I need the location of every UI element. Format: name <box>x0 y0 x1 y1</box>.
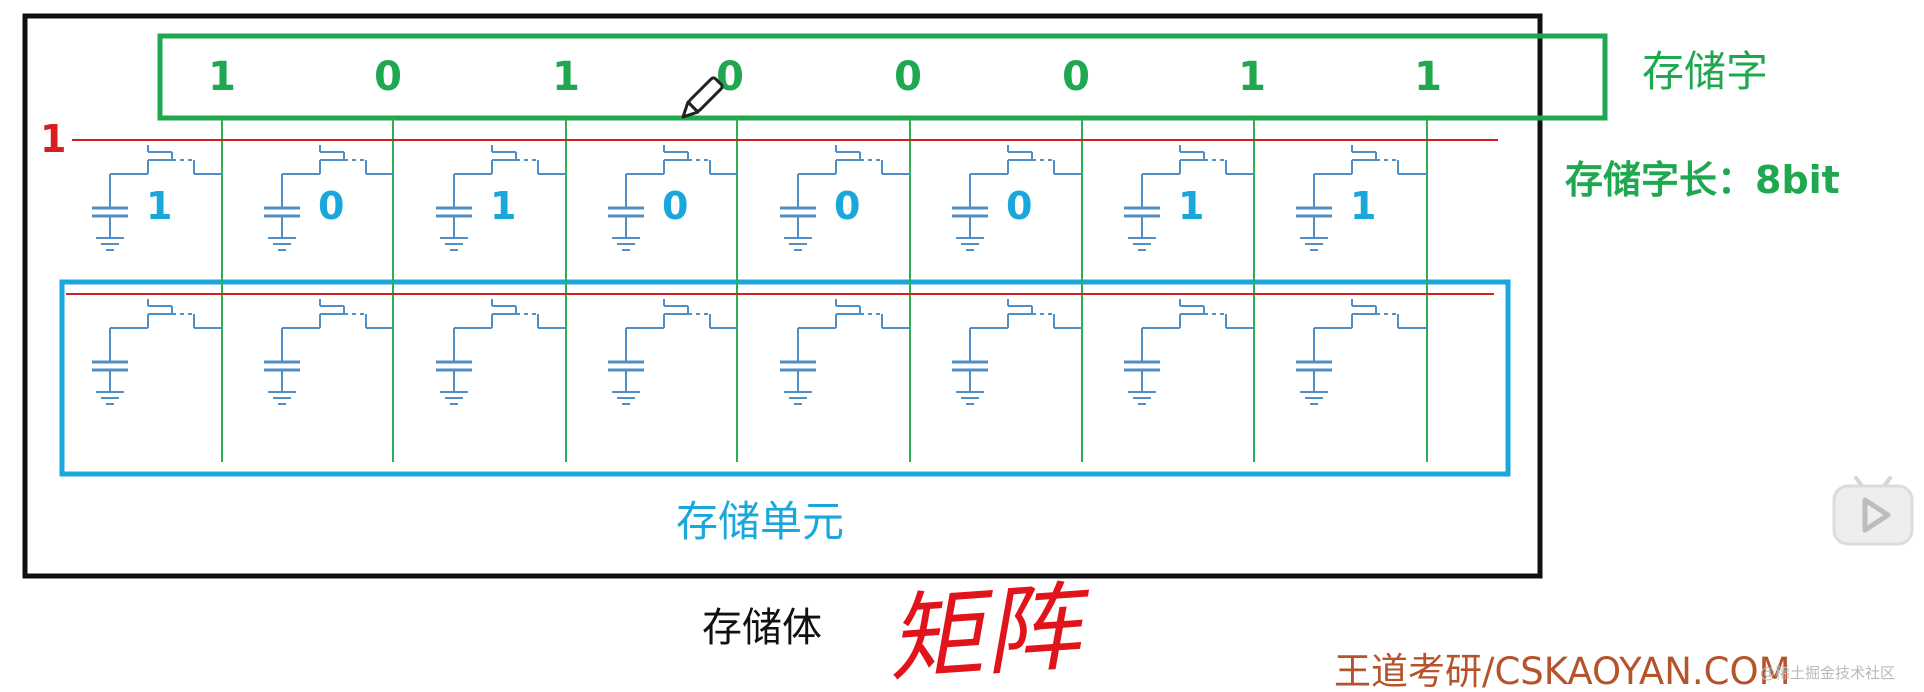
storage-word-box <box>157 33 1608 121</box>
memory-cell <box>780 299 910 405</box>
cell-bit: 1 <box>146 184 172 228</box>
word-bit: 1 <box>1238 54 1266 100</box>
brand-text: 王道考研/CSKAOYAN.COM <box>1334 650 1791 692</box>
bit-lines <box>221 118 1428 462</box>
play-button-icon[interactable] <box>1828 468 1918 548</box>
cell-bit-values: 1 0 1 0 0 0 1 1 <box>146 184 1376 228</box>
cell-bit: 1 <box>1350 184 1376 228</box>
handwritten-note: 矩阵 <box>884 570 1096 692</box>
memory-cell <box>608 299 737 405</box>
memory-cell <box>1124 299 1254 405</box>
cell-bit: 1 <box>490 184 516 228</box>
word-bit: 1 <box>1414 54 1442 100</box>
word-bit: 0 <box>716 54 744 100</box>
memory-cell <box>264 145 393 251</box>
word-bit: 1 <box>552 54 580 100</box>
storage-word-label: 存储字 <box>1642 47 1768 96</box>
memory-cell <box>608 145 737 251</box>
memory-cell <box>436 145 566 251</box>
memory-cells <box>92 145 1427 405</box>
cell-bit: 0 <box>662 184 688 228</box>
storage-body-label: 存储体 <box>702 605 822 651</box>
memory-body-frame <box>22 13 1543 579</box>
memory-cell <box>952 299 1082 405</box>
cell-bit: 0 <box>834 184 860 228</box>
platform-watermark: @稀土掘金技术社区 <box>1760 664 1896 682</box>
pen-cursor-icon <box>681 76 724 119</box>
memory-cell <box>1124 145 1254 251</box>
word-length-label: 存储字长：8bit <box>1565 158 1840 202</box>
memory-cell <box>92 299 222 405</box>
cell-bit: 0 <box>1006 184 1032 228</box>
memory-cell <box>436 299 566 405</box>
memory-cell <box>264 299 393 405</box>
memory-cell <box>952 145 1082 251</box>
memory-cell <box>780 145 910 251</box>
word-bit: 1 <box>208 54 236 100</box>
memory-cell <box>92 145 222 251</box>
word-bits: 1 0 1 0 0 0 1 1 <box>208 54 1442 100</box>
storage-cell-label: 存储单元 <box>676 497 844 546</box>
cell-bit: 0 <box>318 184 344 228</box>
memory-cell <box>1296 145 1427 251</box>
cell-bit: 1 <box>1178 184 1204 228</box>
word-line-select-label: 1 <box>40 117 66 161</box>
storage-cell-box <box>59 279 1511 477</box>
memory-cell <box>1296 299 1427 405</box>
word-bit: 0 <box>374 54 402 100</box>
word-bit: 0 <box>1062 54 1090 100</box>
word-bit: 0 <box>894 54 922 100</box>
